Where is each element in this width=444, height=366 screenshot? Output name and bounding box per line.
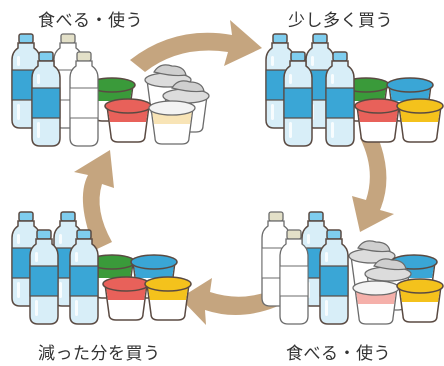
yellow-cup: [144, 276, 192, 321]
cycle-arrows: [74, 20, 394, 325]
arrow-left: [74, 150, 114, 250]
arrow-top: [130, 20, 262, 72]
red-cup: [354, 98, 402, 143]
label-buy-a-little-more: 少し多く買う: [288, 11, 393, 31]
label-eat-use-bottom: 食べる・使う: [286, 344, 391, 364]
label-buy-what-was-used: 減った分を買う: [38, 344, 161, 364]
yellow-cup: [396, 278, 444, 323]
group-top-right: [265, 33, 444, 147]
group-bottom-right: [261, 211, 444, 325]
label-eat-use-top: 食べる・使う: [38, 11, 143, 31]
empty-cup: [148, 100, 196, 145]
red-cup: [104, 98, 152, 143]
empty-cup: [352, 280, 400, 325]
red-cup: [102, 276, 150, 321]
arrow-bottom: [180, 278, 300, 325]
arrow-right: [352, 130, 394, 232]
yellow-cup: [396, 98, 444, 143]
